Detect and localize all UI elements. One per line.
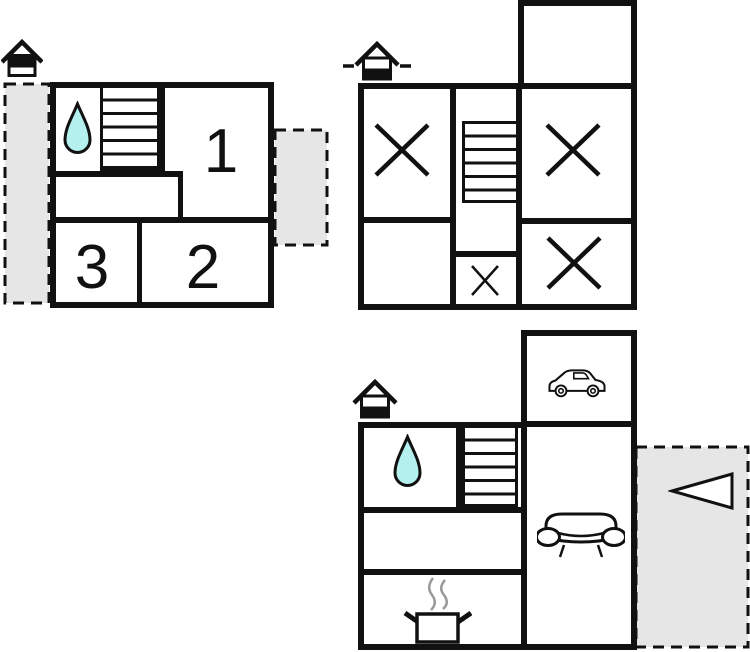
wall (364, 569, 521, 575)
stairs-icon (462, 428, 518, 507)
house-entrance-dashes-icon (343, 40, 411, 81)
wall (178, 171, 183, 223)
house-entrance-icon (1, 38, 43, 77)
small-cross-icon (471, 265, 499, 296)
plan-outline (518, 0, 637, 91)
sofa-icon (537, 512, 625, 558)
wall (516, 89, 522, 304)
wall (137, 223, 142, 302)
bed-cross-icon (374, 123, 430, 177)
wall (364, 217, 450, 223)
car-icon (548, 369, 606, 398)
cooking-pot-icon (403, 577, 472, 644)
room-label-1: 1 (203, 117, 239, 186)
bed-cross-icon (545, 123, 601, 177)
terrace-area (273, 128, 329, 247)
house-entrance-icon (352, 378, 398, 419)
water-drop-icon (393, 434, 422, 487)
terrace-area (3, 82, 51, 305)
wall (450, 89, 456, 304)
wall (456, 251, 516, 257)
stairs-icon (462, 121, 519, 203)
water-drop-icon (63, 101, 92, 154)
stairs-icon (100, 88, 160, 172)
room-label-3: 3 (74, 233, 110, 302)
wall (456, 428, 462, 509)
room-label-2: 2 (185, 233, 221, 302)
terrace-arrow-icon (668, 472, 734, 510)
wall (522, 218, 631, 224)
wall (56, 171, 183, 177)
wall (364, 507, 521, 513)
wall (160, 88, 165, 172)
bed-cross-icon (546, 236, 602, 290)
wall (56, 217, 268, 223)
